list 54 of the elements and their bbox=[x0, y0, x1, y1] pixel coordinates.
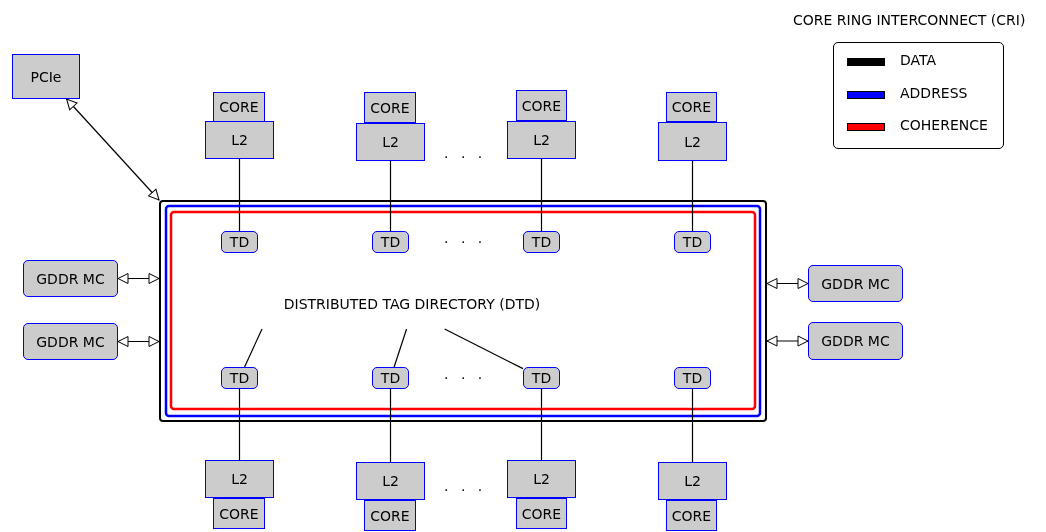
component-box: PCIe bbox=[12, 54, 80, 99]
component-box: TD bbox=[372, 367, 409, 389]
ellipsis: . . . bbox=[444, 478, 487, 494]
component-box: CORE bbox=[666, 500, 717, 531]
component-box: GDDR MC bbox=[23, 260, 118, 297]
component-box: CORE bbox=[666, 92, 717, 122]
connector-line bbox=[393, 328, 408, 368]
connector-line bbox=[238, 158, 241, 232]
ellipsis: . . . bbox=[444, 230, 487, 246]
component-box: TD bbox=[221, 231, 258, 253]
component-box: TD bbox=[372, 231, 409, 253]
component-box: TD bbox=[523, 367, 560, 389]
connector-line bbox=[389, 388, 392, 463]
component-box: L2 bbox=[658, 462, 727, 500]
legend-label: DATA bbox=[900, 52, 937, 68]
double-arrow bbox=[117, 336, 160, 347]
component-box: TD bbox=[674, 367, 711, 389]
component-box: L2 bbox=[205, 460, 274, 498]
component-box: L2 bbox=[507, 121, 576, 159]
component-box: L2 bbox=[507, 460, 576, 498]
connector-line bbox=[540, 388, 543, 461]
connector-line bbox=[444, 328, 524, 370]
component-box: CORE bbox=[516, 498, 567, 529]
component-box: L2 bbox=[356, 123, 425, 161]
component-box: CORE bbox=[213, 92, 265, 122]
component-box: TD bbox=[674, 231, 711, 253]
ellipsis: . . . bbox=[444, 366, 487, 382]
component-box: CORE bbox=[213, 498, 265, 529]
connector-line bbox=[389, 160, 392, 232]
legend-label: COHERENCE bbox=[900, 117, 988, 133]
component-box: TD bbox=[523, 231, 560, 253]
double-arrow bbox=[766, 335, 809, 347]
component-box: GDDR MC bbox=[808, 322, 903, 360]
component-box: GDDR MC bbox=[808, 265, 903, 302]
component-box: CORE bbox=[364, 92, 416, 123]
component-box: GDDR MC bbox=[23, 323, 118, 360]
connector-line bbox=[238, 388, 241, 461]
component-box: L2 bbox=[658, 122, 727, 161]
connector-line bbox=[691, 388, 694, 463]
ellipsis: . . . bbox=[444, 145, 487, 161]
component-box: L2 bbox=[205, 121, 274, 159]
connector-line bbox=[691, 160, 694, 232]
double-arrow bbox=[117, 273, 160, 284]
double-arrow bbox=[766, 278, 809, 289]
directory-label: DISTRIBUTED TAG DIRECTORY (DTD) bbox=[262, 296, 562, 329]
connector-line bbox=[243, 328, 263, 368]
legend-label: ADDRESS bbox=[900, 84, 968, 101]
component-box: TD bbox=[221, 367, 258, 389]
component-box: CORE bbox=[516, 90, 567, 121]
double-arrow bbox=[66, 98, 160, 201]
legend-title: CORE RING INTERCONNECT (CRI) bbox=[793, 12, 1026, 28]
connector-line bbox=[540, 158, 543, 232]
component-box: L2 bbox=[356, 462, 425, 500]
component-box: CORE bbox=[364, 500, 416, 531]
